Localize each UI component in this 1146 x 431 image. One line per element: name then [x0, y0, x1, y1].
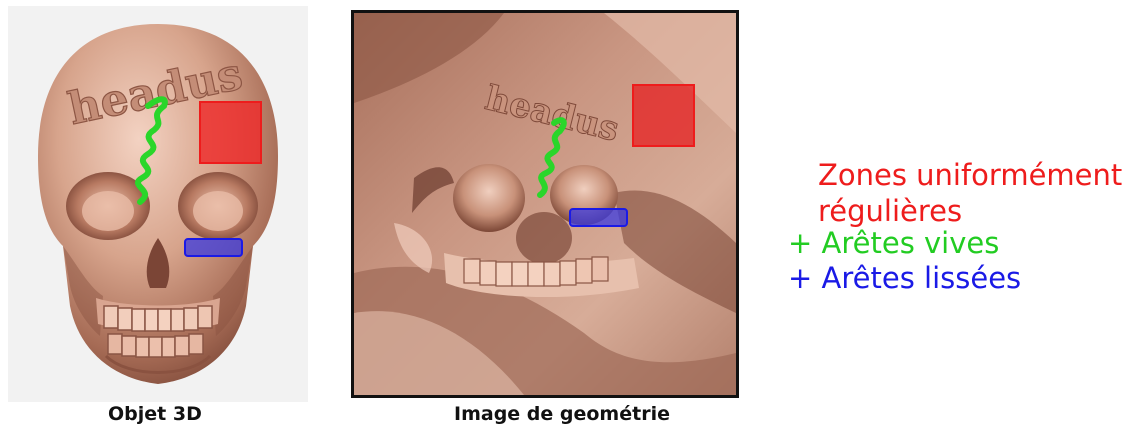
legend-smoothed-edges: + Arêtes lissées — [788, 260, 1021, 296]
caption-geometry-image: Image de geométrie — [454, 403, 670, 425]
smoothed-edge-marker-geometry — [570, 209, 627, 226]
geometry-image-illustration: headus — [354, 13, 736, 395]
legend-sharp-edges: + Arêtes vives — [788, 225, 999, 261]
legend-uniform-zones-line2: régulières — [818, 193, 962, 229]
skull-3d-illustration: headus — [8, 6, 308, 402]
upper-teeth — [104, 306, 212, 331]
caption-3d-object: Objet 3D — [108, 403, 202, 425]
legend-uniform-zones-line1: Zones uniformément — [818, 157, 1122, 193]
geometry-image: headus — [351, 10, 739, 398]
skull-3d-object-image: headus — [8, 6, 308, 402]
uniform-zone-marker — [200, 102, 261, 163]
lower-teeth — [108, 334, 203, 357]
uniform-zone-marker-geometry — [633, 85, 694, 146]
smoothed-edge-marker — [185, 239, 242, 256]
